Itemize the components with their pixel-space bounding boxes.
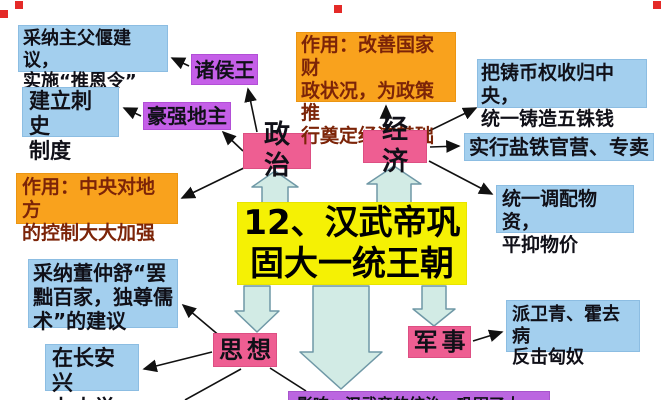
red-square-marker [0, 10, 8, 18]
arrow-nobles-to-tuienling [170, 57, 190, 70]
problem-nobles-box: 诸侯王 [191, 54, 258, 85]
block-arrow-down-influence-icon [299, 285, 383, 390]
diagram-title: 12、汉武帝巩 固大一统王朝 [237, 202, 467, 285]
arrow-landlords-to-cishi [122, 107, 142, 120]
measure-allocation-box: 统一调配物资， 平抑物价 [496, 185, 634, 256]
arrow-politics-to-landlords [221, 130, 244, 152]
influence-box: 影响：汉武帝的统治，巩固了大一统局面 [288, 391, 550, 400]
category-economy-box: 经济 [363, 115, 427, 177]
red-square-marker [15, 1, 23, 9]
measure-xiongnu-box: 派卫青、霍去病 反击匈奴 [506, 300, 640, 368]
arrow-economy-to-coinage [428, 107, 478, 132]
block-arrow-down-military-icon [412, 285, 456, 327]
block-arrow-down-thought-icon [234, 285, 280, 333]
arrow-politics-to-nobles [244, 87, 258, 133]
red-square-marker [334, 5, 342, 13]
politics-effect-box: 作用：中央对地方 的控制大大加强 [16, 173, 178, 244]
economy-effect-box: 作用：改善国家财 政状况，为政策推 行奠定经济基础 [296, 32, 456, 147]
measure-taixue-box: 在长安兴 办太学 [45, 344, 139, 400]
category-thought-box: 思想 [213, 333, 277, 367]
category-politics-box: 政治 [243, 120, 311, 181]
line-thought-bottom-left [184, 368, 242, 400]
arrow-thought-to-taixue [142, 351, 213, 373]
category-military-box: 军事 [408, 326, 471, 358]
measure-salt-iron-box: 实行盐铁官营、专卖 [464, 133, 654, 161]
arrow-economy-to-salt-iron [429, 140, 461, 153]
measure-coinage-box: 把铸币权收归中央， 统一铸造五铢钱 [477, 59, 647, 130]
arrow-military-to-xiongnu [472, 329, 504, 342]
measure-cishi-box: 建立刺史 制度 [22, 87, 119, 163]
problem-landlords-box: 豪强地主 [143, 102, 231, 130]
arrow-thought-to-confucianism [181, 303, 222, 338]
line-thought-to-influence [269, 367, 307, 392]
red-square-marker [653, 1, 661, 9]
measure-tuienling-box: 采纳主父偃建议， 实施“推恩令” [18, 25, 168, 92]
measure-confucianism-box: 采纳董仲舒“罢 黜百家，独尊儒 术”的建议 [28, 259, 178, 333]
arrow-economy-to-allocation [428, 160, 494, 195]
arrow-politics-to-effect [180, 165, 249, 199]
